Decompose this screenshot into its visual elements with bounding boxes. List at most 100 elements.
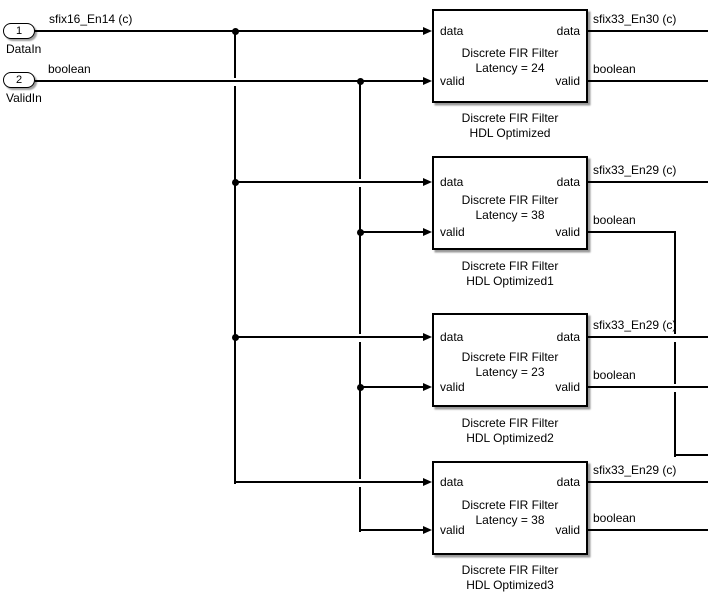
- block-caption-line1: Discrete FIR Filter: [461, 416, 559, 430]
- block-port-label-valid-in: valid: [440, 74, 465, 88]
- block-port-label-data-in: data: [440, 24, 464, 38]
- wire-junction-dot: [357, 384, 364, 391]
- output-signal-label: sfix33_En29 (c): [593, 463, 677, 477]
- wire-junction-dot: [357, 78, 364, 85]
- wire-junction-dot: [232, 28, 239, 35]
- signal-wire-h[interactable]: [235, 181, 424, 183]
- block-port-label-valid-in: valid: [440, 523, 465, 537]
- signal-wire-h[interactable]: [35, 30, 424, 32]
- wire-crossing-gap: [358, 334, 362, 342]
- inport-number: 2: [15, 74, 23, 86]
- output-signal-label: sfix33_En30 (c): [593, 12, 677, 26]
- signal-wire-h[interactable]: [360, 529, 424, 531]
- block-body-line2: Latency = 23: [475, 365, 545, 379]
- block-body-line1: Discrete FIR Filter: [461, 193, 559, 207]
- inport-oval[interactable]: 1: [3, 23, 35, 39]
- signal-wire-h[interactable]: [588, 481, 708, 483]
- signal-wire-h[interactable]: [35, 80, 424, 82]
- block-port-label-data-out: data: [556, 24, 580, 38]
- block-caption-line2: HDL Optimized1: [466, 274, 554, 288]
- block-port-label-valid-out: valid: [555, 225, 580, 239]
- signal-wire-h[interactable]: [588, 529, 708, 531]
- block-port-label-valid-in: valid: [440, 225, 465, 239]
- inport-number: 1: [15, 25, 23, 37]
- signal-wire-h[interactable]: [588, 181, 708, 183]
- block-body-line1: Discrete FIR Filter: [461, 498, 559, 512]
- wire-junction-dot: [232, 334, 239, 341]
- block-port-label-valid-out: valid: [555, 74, 580, 88]
- signal-wire-h[interactable]: [588, 386, 708, 388]
- signal-wire-h[interactable]: [588, 30, 708, 32]
- inport-oval[interactable]: 2: [3, 72, 35, 88]
- signal-wire-v[interactable]: [234, 30, 236, 484]
- input-signal-label: sfix16_En14 (c): [49, 12, 133, 26]
- signal-wire-h[interactable]: [588, 231, 676, 233]
- output-signal-label: boolean: [593, 213, 636, 227]
- signal-wire-h[interactable]: [360, 231, 424, 233]
- wire-arrowhead-icon: [423, 228, 432, 236]
- output-signal-label: sfix33_En29 (c): [593, 318, 677, 332]
- output-signal-label: sfix33_En29 (c): [593, 163, 677, 177]
- output-signal-label: boolean: [593, 511, 636, 525]
- block-body-line1: Discrete FIR Filter: [461, 350, 559, 364]
- signal-wire-h[interactable]: [235, 481, 424, 483]
- block-caption-line1: Discrete FIR Filter: [461, 563, 559, 577]
- block-body-line2: Latency = 38: [475, 513, 545, 527]
- block-caption-line2: HDL Optimized2: [466, 431, 554, 445]
- wire-crossing-gap: [233, 78, 237, 86]
- wire-arrowhead-icon: [423, 27, 432, 35]
- inport-name-label: DataIn: [6, 42, 42, 56]
- wire-arrowhead-icon: [423, 333, 432, 341]
- block-port-label-data-in: data: [440, 175, 464, 189]
- block-port-label-data-out: data: [556, 475, 580, 489]
- wire-crossing-gap: [358, 479, 362, 487]
- signal-wire-h[interactable]: [360, 386, 424, 388]
- block-caption-line1: Discrete FIR Filter: [461, 111, 559, 125]
- block-caption-line2: HDL Optimized3: [466, 578, 554, 592]
- signal-wire-h[interactable]: [674, 454, 708, 456]
- block-port-label-valid-in: valid: [440, 380, 465, 394]
- signal-wire-v[interactable]: [359, 80, 361, 532]
- block-port-label-valid-out: valid: [555, 380, 580, 394]
- wire-crossing-gap: [673, 334, 677, 342]
- input-signal-label: boolean: [48, 62, 91, 76]
- block-port-label-data-out: data: [556, 175, 580, 189]
- signal-wire-v[interactable]: [674, 231, 676, 457]
- block-body-line2: Latency = 24: [475, 61, 545, 75]
- block-port-label-data-in: data: [440, 330, 464, 344]
- block-port-label-data-out: data: [556, 330, 580, 344]
- wire-junction-dot: [232, 179, 239, 186]
- wire-arrowhead-icon: [423, 526, 432, 534]
- wire-arrowhead-icon: [423, 478, 432, 486]
- wire-junction-dot: [357, 229, 364, 236]
- block-caption-line1: Discrete FIR Filter: [461, 259, 559, 273]
- block-caption-line2: HDL Optimized: [469, 126, 551, 140]
- wire-arrowhead-icon: [423, 178, 432, 186]
- signal-wire-h[interactable]: [588, 336, 708, 338]
- block-port-label-valid-out: valid: [555, 523, 580, 537]
- output-signal-label: boolean: [593, 62, 636, 76]
- wire-crossing-gap: [358, 179, 362, 187]
- block-body-line2: Latency = 38: [475, 208, 545, 222]
- block-port-label-data-in: data: [440, 475, 464, 489]
- signal-wire-h[interactable]: [235, 336, 424, 338]
- inport-name-label: ValidIn: [6, 91, 42, 105]
- signal-wire-h[interactable]: [588, 80, 708, 82]
- wire-arrowhead-icon: [423, 77, 432, 85]
- block-body-line1: Discrete FIR Filter: [461, 46, 559, 60]
- wire-arrowhead-icon: [423, 383, 432, 391]
- output-signal-label: boolean: [593, 368, 636, 382]
